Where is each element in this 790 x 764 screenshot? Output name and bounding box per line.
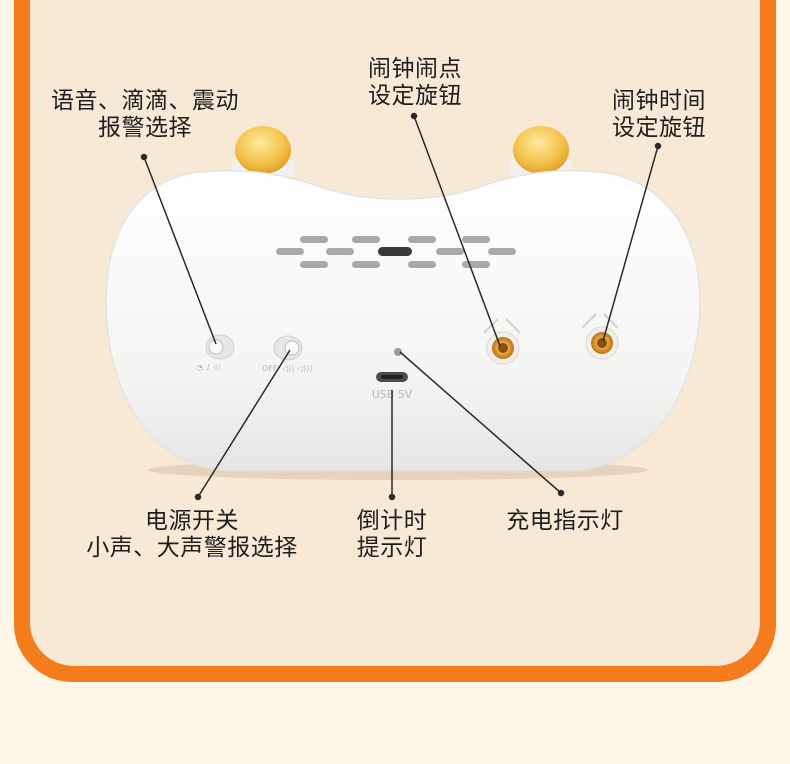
speaker-grille <box>276 236 516 268</box>
sound-mode-switch[interactable]: ◔ ♪ ⁞⁞⁞ <box>196 334 235 372</box>
label-sound-mode: 语音、滴滴、震动 报警选择 <box>51 88 239 141</box>
callout-time-knob <box>602 145 659 342</box>
power-volume-switch[interactable]: OFF ◁)) ◁))) <box>262 335 312 373</box>
clock-time-knob[interactable] <box>581 313 619 360</box>
alarm-set-knob[interactable] <box>483 318 521 365</box>
countdown-indicator-light <box>394 348 402 356</box>
label-charge-light: 充电指示灯 <box>506 508 624 534</box>
switch-off-label: OFF <box>262 364 278 373</box>
callout-charge-light <box>399 351 562 494</box>
label-alarm-set-knob: 闹钟闹点 设定旋钮 <box>368 56 462 109</box>
callout-sound-mode <box>143 156 217 345</box>
label-clock-time-knob: 闹钟时间 设定旋钮 <box>612 88 706 141</box>
callout-power-switch <box>197 349 291 498</box>
svg-text:◁)) ◁))): ◁)) ◁))) <box>281 364 312 373</box>
callout-alarm-knob <box>413 115 501 347</box>
alarm-clock-body <box>105 169 701 471</box>
label-countdown-light: 倒计时 提示灯 <box>356 508 428 561</box>
svg-text:◔ ♪ ⁞⁞⁞: ◔ ♪ ⁞⁞⁞ <box>196 363 221 372</box>
label-power-switch: 电源开关 小声、大声警报选择 <box>86 508 298 561</box>
